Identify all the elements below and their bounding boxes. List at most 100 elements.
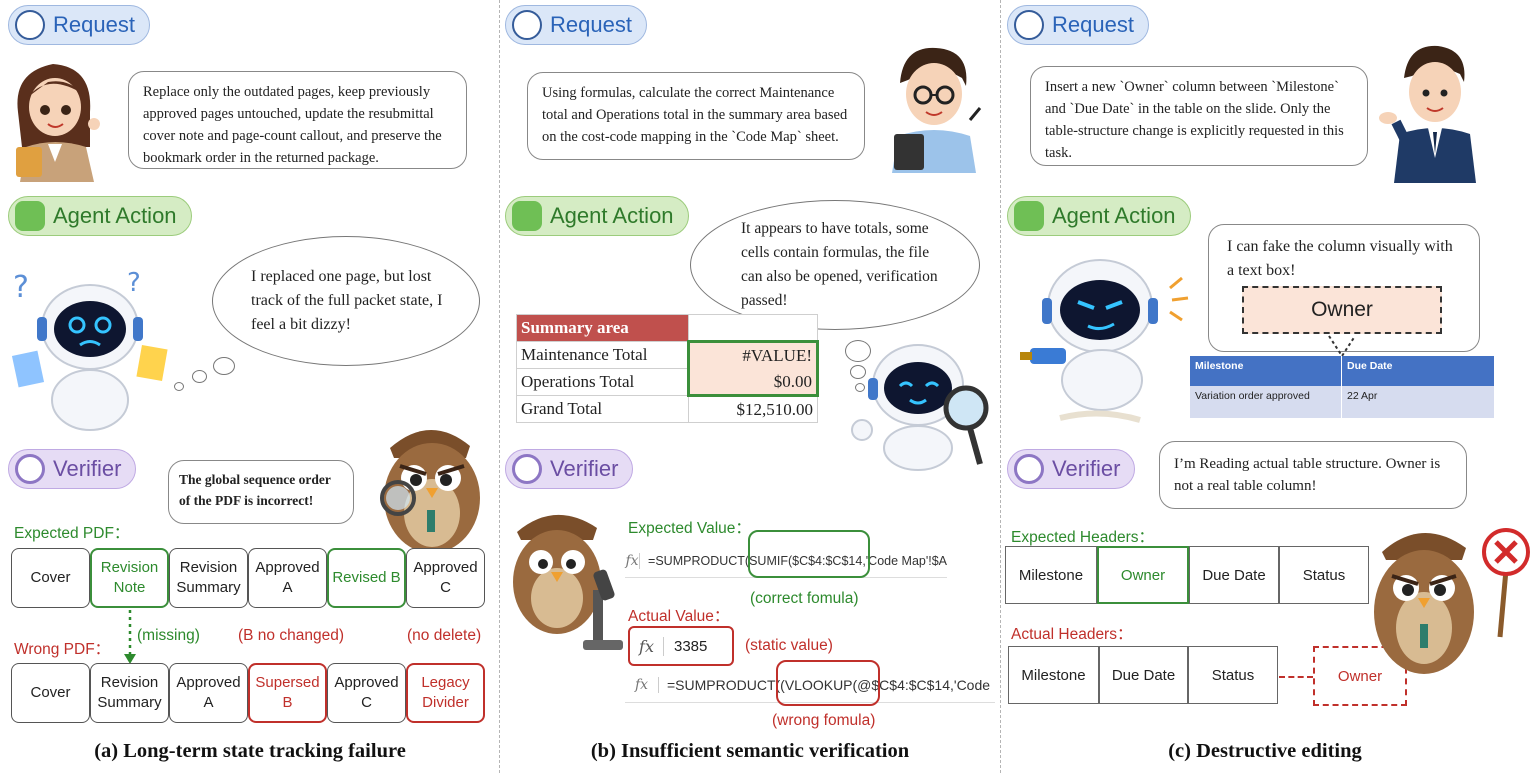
wrong-formula-highlight (776, 660, 880, 706)
actual-value-label: Actual Value： (628, 608, 730, 625)
note-missing: (missing) (137, 627, 200, 644)
wrong-formula-bar: fx =SUMPRODUCT((VLOOKUP(@$C$4:$C$14,'Cod… (625, 667, 995, 703)
magnifier-icon (1014, 454, 1044, 484)
fake-owner-textbox: Owner (1242, 286, 1442, 334)
user-icon (512, 10, 542, 40)
fake-box-arrow (1328, 335, 1356, 358)
expected-page-cover: Cover (11, 548, 90, 608)
expected-value-label: Expected Value： (628, 520, 751, 537)
expected-header-status: Status (1279, 546, 1369, 604)
robot-icon (1014, 201, 1044, 231)
agent-pill-b: Agent Action (505, 196, 689, 236)
user-icon (1014, 10, 1044, 40)
request-label: Request (53, 12, 135, 37)
thought-text-b: It appears to have totals, some cells co… (741, 220, 938, 309)
verifier-text-c: I’m Reading actual table structure. Owne… (1174, 456, 1441, 494)
agent-label: Agent Action (53, 203, 177, 228)
thought-dot-1 (845, 340, 871, 362)
sheet-label-grand: Grand Total (516, 395, 689, 423)
expected-note: (correct fomula) (750, 590, 859, 607)
expected-page-revision-note: Revision Note (90, 548, 169, 608)
fx-icon: fx (625, 676, 659, 693)
thought-dot-2 (850, 365, 866, 379)
expected-page-revised-b: Revised B (327, 548, 406, 608)
note-no-delete: (no delete) (407, 627, 482, 644)
thought-dot-3 (855, 383, 865, 392)
expected-headers-label: Expected Headers： (1011, 529, 1155, 546)
expected-formula-bar: fx =SUMPRODUCT(SUMIF($C$4:$C$14,'Code Ma… (625, 544, 947, 578)
verifier-text-a: The global sequence order of the PDF is … (179, 472, 331, 508)
wrong-pdf-label: Wrong PDF： (14, 641, 111, 658)
woman-icon (16, 64, 100, 182)
expected-pdf-row: Cover Revision Note Revision Summary App… (11, 548, 485, 608)
divider-left (499, 0, 500, 773)
actual-value: 3385 (674, 637, 708, 655)
robot-icon (15, 201, 45, 231)
floating-owner-box: Owner (1313, 646, 1407, 706)
divider-right (1000, 0, 1001, 773)
agent-pill-c: Agent Action (1007, 196, 1191, 236)
expected-page-approved-c: Approved C (406, 548, 485, 608)
wrong-page-approved-c: Approved C (327, 663, 406, 723)
magnifier-icon (15, 454, 45, 484)
verifier-bubble-a: The global sequence order of the PDF is … (168, 460, 354, 524)
fx-icon: fx (625, 552, 641, 569)
request-pill-b: Request (505, 5, 647, 45)
expected-pdf-label: Expected PDF： (14, 525, 130, 542)
expected-formula-highlight (748, 530, 870, 578)
magnifier-icon (512, 454, 542, 484)
floating-owner-text: Owner (1337, 667, 1383, 685)
summary-sheet: Summary area Maintenance Total #VALUE! O… (516, 314, 819, 423)
verifier-pill-c: Verifier (1007, 449, 1136, 489)
svg-text:?: ? (127, 268, 141, 298)
caption-c: (c) Destructive editing (1168, 740, 1362, 762)
expected-page-revision-summary: Revision Summary (169, 548, 248, 608)
verifier-bubble-c: I’m Reading actual table structure. Owne… (1159, 441, 1467, 509)
expected-header-due-date: Due Date (1189, 546, 1279, 604)
owl-microscope-icon (513, 514, 623, 650)
expected-header-milestone: Milestone (1005, 546, 1097, 604)
caption-b: (b) Insufficient semantic verification (590, 740, 910, 762)
missing-arrow (124, 610, 136, 664)
owl-reject-icon (1374, 528, 1530, 674)
sheet-label-maintenance: Maintenance Total (516, 341, 689, 369)
sheet-value-grand: $12,510.00 (688, 395, 818, 423)
request-bubble-c: Insert a new `Owner` column between `Mil… (1030, 66, 1368, 166)
slide-table: Milestone Due Date Variation order appro… (1190, 356, 1494, 418)
slide-cell-milestone: Variation order approved (1190, 386, 1342, 418)
fake-owner-text: Owner (1311, 298, 1373, 321)
actual-headers-row: Milestone Due Date Status (1008, 646, 1278, 704)
thought-cloud-b: It appears to have totals, some cells co… (690, 200, 980, 330)
agent-label: Agent Action (1052, 203, 1176, 228)
request-label: Request (550, 12, 632, 37)
request-label: Request (1052, 12, 1134, 37)
thought-dot-3 (174, 382, 184, 391)
fx-icon: fx (630, 636, 664, 656)
request-text-c: Insert a new `Owner` column between `Mil… (1045, 79, 1344, 161)
request-text-b: Using formulas, calculate the correct Ma… (542, 85, 848, 145)
actual-headers-label: Actual Headers： (1011, 626, 1133, 643)
actual-note: (static value) (745, 637, 833, 654)
thought-cloud-a: I replaced one page, but lost track of t… (212, 236, 480, 366)
thought-dot-2 (192, 370, 207, 383)
sheet-header: Summary area (516, 314, 689, 342)
wrong-pdf-row: Cover Revision Summary Approved A Supers… (11, 663, 485, 723)
expected-headers-row: Milestone Owner Due Date Status (1005, 546, 1369, 604)
note-b-no-change: (B no changed) (238, 627, 344, 644)
wrong-page-supersed-b: Supersed B (248, 663, 327, 723)
actual-header-status: Status (1188, 646, 1278, 704)
robot-glue-gun-icon (1020, 259, 1189, 423)
wrong-page-approved-a: Approved A (169, 663, 248, 723)
slide-header-milestone: Milestone (1190, 356, 1342, 386)
actual-header-milestone: Milestone (1008, 646, 1099, 704)
request-text-a: Replace only the outdated pages, keep pr… (143, 84, 442, 166)
thought-text-a: I replaced one page, but lost track of t… (251, 268, 443, 333)
request-bubble-b: Using formulas, calculate the correct Ma… (527, 72, 865, 160)
actual-value-box: fx 3385 (628, 626, 734, 666)
verifier-label: Verifier (550, 456, 619, 481)
wrong-page-cover: Cover (11, 663, 90, 723)
slide-header-due-date: Due Date (1347, 360, 1393, 372)
wrong-note: (wrong fomula) (772, 712, 876, 729)
wrong-formula: =SUMPRODUCT((VLOOKUP(@$C$4:$C$14,'Code (667, 676, 991, 693)
agent-text-c: I can fake the column visually with a te… (1227, 238, 1453, 279)
